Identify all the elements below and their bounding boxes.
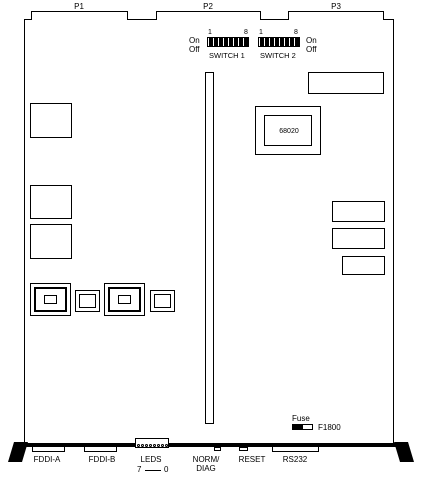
reset-label: RESET — [238, 455, 266, 464]
small-chip-1 — [75, 290, 100, 312]
dip-lever — [244, 38, 248, 46]
plcc-chip-1 — [30, 283, 71, 316]
switch-2-on-label: On — [306, 36, 317, 45]
small-chip-1-die — [79, 294, 96, 308]
dip-lever — [219, 38, 223, 46]
fddi-a-port — [32, 447, 65, 452]
plcc-chip-1-die — [44, 295, 57, 304]
dip-lever — [280, 38, 284, 46]
front-panel-bar — [14, 443, 407, 447]
fddi-b-port — [84, 447, 117, 452]
leds-label: LEDS — [140, 455, 162, 464]
dip-lever — [234, 38, 238, 46]
dip-lever — [229, 38, 233, 46]
fuse-element — [293, 425, 303, 429]
plcc-chip-2-body — [108, 287, 141, 312]
processor-chip: 68020 — [255, 106, 321, 155]
fuse-id: F1800 — [318, 423, 341, 432]
plcc-chip-2-die — [118, 295, 131, 304]
dip-switch-2[interactable] — [258, 37, 300, 47]
connector-p3 — [288, 11, 384, 20]
led-indicator — [137, 444, 140, 447]
connector-p1 — [31, 11, 128, 20]
led-indicator — [153, 444, 156, 447]
led-indicator — [157, 444, 160, 447]
switch-1-label: SWITCH 1 — [209, 51, 245, 60]
switch-2-pos-last: 8 — [294, 29, 298, 36]
switch-2-label: SWITCH 2 — [260, 51, 296, 60]
fuse-holder — [292, 424, 313, 430]
plcc-chip-2 — [104, 283, 145, 316]
led-indicator — [161, 444, 164, 447]
switch-1-off-label: Off — [189, 45, 200, 54]
reset-button[interactable] — [239, 447, 248, 451]
switch-2-pos-first: 1 — [259, 29, 263, 36]
norm-diag-switch[interactable] — [214, 447, 221, 451]
switch-2-off-label: Off — [306, 45, 317, 54]
led-indicator — [165, 444, 168, 447]
plcc-chip-1-body — [34, 287, 67, 312]
norm-diag-label: NORM/ DIAG — [192, 455, 220, 473]
led-strip — [135, 438, 169, 448]
leds-range-line — [145, 470, 161, 471]
fddi-a-label: FDDI-A — [33, 455, 61, 464]
leds-range-end: 0 — [164, 465, 169, 474]
dip-lever — [285, 38, 289, 46]
dip-lever — [209, 38, 213, 46]
front-panel-right-tab — [394, 442, 414, 462]
rs232-label: RS232 — [282, 455, 308, 464]
rs232-port — [272, 447, 319, 452]
switch-1-on-label: On — [189, 36, 200, 45]
dip-lever — [224, 38, 228, 46]
dip-lever — [214, 38, 218, 46]
ic-right-3 — [342, 256, 385, 275]
small-chip-2-die — [154, 294, 171, 308]
dip-lever — [239, 38, 243, 46]
ic-left-1 — [30, 103, 72, 138]
ic-left-2 — [30, 185, 72, 219]
dip-lever — [295, 38, 299, 46]
led-indicator — [149, 444, 152, 447]
connector-p2 — [156, 11, 261, 20]
dip-lever — [265, 38, 269, 46]
processor-die: 68020 — [264, 115, 312, 146]
dip-lever — [260, 38, 264, 46]
fuse-label: Fuse — [292, 414, 310, 423]
connector-p1-label: P1 — [74, 2, 84, 11]
connector-p2-label: P2 — [203, 2, 213, 11]
ic-right-top — [308, 72, 384, 94]
connector-p3-label: P3 — [331, 2, 341, 11]
switch-1-pos-first: 1 — [208, 29, 212, 36]
switch-1-pos-last: 8 — [244, 29, 248, 36]
processor-label: 68020 — [279, 128, 299, 135]
fddi-b-label: FDDI-B — [88, 455, 116, 464]
dip-lever — [275, 38, 279, 46]
ic-right-2 — [332, 228, 385, 249]
led-indicator — [145, 444, 148, 447]
ic-left-3 — [30, 224, 72, 259]
dip-lever — [290, 38, 294, 46]
small-chip-2 — [150, 290, 175, 312]
leds-range-start: 7 — [137, 465, 142, 474]
dip-lever — [270, 38, 274, 46]
expansion-slot — [205, 72, 214, 424]
dip-switch-1[interactable] — [207, 37, 249, 47]
ic-right-1 — [332, 201, 385, 222]
led-indicator — [141, 444, 144, 447]
front-panel-left-tab — [8, 442, 28, 462]
